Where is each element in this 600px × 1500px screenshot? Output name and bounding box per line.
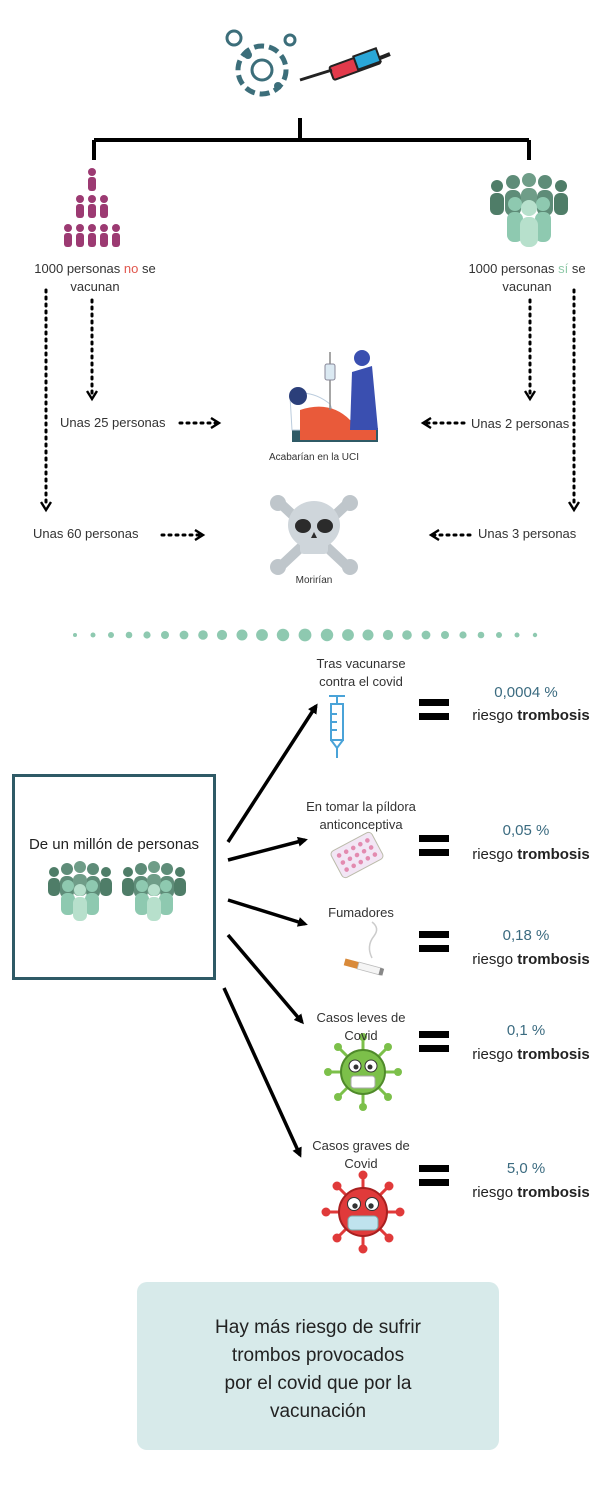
risk-title-vaccine-line1: Tras vacunarse	[316, 656, 406, 671]
arrow-to-mild-covid	[226, 933, 304, 1025]
left-branch-label: 1000 personas no se vacunan	[20, 260, 170, 296]
risk-title-severe-line1: Casos graves de	[312, 1138, 410, 1153]
icu-patient-icon	[289, 350, 378, 442]
pill-pack-icon	[330, 831, 384, 879]
risk-bold: trombosis	[517, 1046, 590, 1063]
risk-title-mild-covid: Casos leves de Covid	[296, 1009, 426, 1045]
dot-separator	[73, 628, 538, 642]
risk-label-mild-covid: riesgo trombosis	[446, 1046, 600, 1063]
risk-percent-pill: 0,05 %	[502, 822, 550, 839]
equals-sign-smokers	[419, 931, 449, 953]
equals-sign-pill	[419, 835, 449, 857]
equals-sign-mild-covid	[419, 1031, 449, 1053]
conclusion-box: Hay más riesgo de sufrir trombos provoca…	[137, 1282, 499, 1450]
left-uci-count: Unas 25 personas	[60, 415, 166, 430]
arrow-to-severe-covid	[222, 987, 302, 1158]
conclusion-line1: Hay más riesgo de sufrir	[215, 1317, 421, 1338]
right-label-line2: vacunan	[502, 279, 552, 294]
risk-percent-severe-covid: 5,0 %	[506, 1160, 546, 1177]
risk-word: riesgo	[472, 846, 518, 863]
green-virus-icon	[324, 1033, 402, 1111]
arrow-to-vaccine	[226, 703, 318, 843]
risk-title-pill-line1: En tomar la píldora	[306, 799, 416, 814]
right-uci-count: Unas 2 personas	[471, 416, 570, 431]
risk-word: riesgo	[472, 1184, 518, 1201]
risk-word: riesgo	[472, 1046, 518, 1063]
death-caption: Morirían	[295, 575, 333, 586]
risk-label-severe-covid: riesgo trombosis	[446, 1184, 600, 1201]
risk-percent-mild-covid: 0,1 %	[506, 1022, 546, 1039]
cigarette-icon	[343, 921, 385, 976]
risk-percent-smokers: 0,18 %	[502, 927, 550, 944]
skull-icon	[270, 495, 358, 575]
left-label-highlight: no	[123, 261, 139, 276]
red-virus-icon	[321, 1170, 405, 1254]
right-death-count: Unas 3 personas	[478, 526, 577, 541]
left-death-count: Unas 60 personas	[33, 526, 139, 541]
million-people-icon-right	[122, 861, 186, 921]
virus-syringe-icon	[225, 29, 391, 97]
unvaccinated-people-icon	[64, 168, 120, 247]
risk-bold: trombosis	[517, 707, 590, 724]
arrow-to-smokers	[227, 898, 308, 927]
risk-title-smokers: Fumadores	[296, 904, 426, 922]
risk-title-pill: En tomar la píldora anticonceptiva	[296, 798, 426, 834]
risk-title-vaccine-line2: contra el covid	[319, 674, 403, 689]
risk-bold: trombosis	[517, 846, 590, 863]
risk-title-pill-line2: anticonceptiva	[319, 817, 403, 832]
risk-percent-vaccine: 0,0004 %	[494, 684, 558, 701]
arrow-to-pill	[227, 836, 308, 862]
right-label-suffix: se	[568, 261, 586, 276]
equals-sign-severe-covid	[419, 1165, 449, 1187]
risk-title-mild-line2: Covid	[344, 1028, 378, 1043]
risk-title-smokers-line1: Fumadores	[328, 905, 394, 920]
conclusion-line4: vacunación	[269, 1401, 367, 1422]
syringe-icon	[329, 695, 345, 758]
risk-title-vaccine: Tras vacunarse contra el covid	[296, 655, 426, 691]
risk-title-mild-line1: Casos leves de	[316, 1010, 406, 1025]
right-branch-label: 1000 personas sí se vacunan	[452, 260, 600, 296]
vaccinated-people-icon	[490, 173, 568, 247]
right-label-prefix: 1000 personas	[468, 261, 559, 276]
left-label-suffix: se	[138, 261, 156, 276]
million-people-icon-left	[48, 861, 112, 921]
risk-bold: trombosis	[517, 951, 590, 968]
left-label-prefix: 1000 personas	[34, 261, 124, 276]
top-bracket	[92, 118, 531, 160]
uci-caption: Acabarían en la UCI	[268, 452, 360, 463]
risk-label-pill: riesgo trombosis	[446, 846, 600, 863]
right-label-highlight: sí	[558, 261, 569, 276]
risk-word: riesgo	[472, 707, 518, 724]
risk-word: riesgo	[472, 951, 518, 968]
conclusion-text: Hay más riesgo de sufrir trombos provoca…	[137, 1314, 499, 1426]
left-label-line2: vacunan	[70, 279, 120, 294]
risk-title-severe-covid: Casos graves de Covid	[296, 1137, 426, 1173]
risk-title-severe-line2: Covid	[344, 1156, 378, 1171]
conclusion-line3: por el covid que por la	[224, 1373, 412, 1394]
risk-label-vaccine: riesgo trombosis	[446, 707, 600, 724]
conclusion-line2: trombos provocados	[231, 1345, 405, 1366]
million-box-label: De un millón de personas	[28, 836, 200, 853]
million-people-box	[12, 774, 216, 980]
equals-sign-vaccine	[419, 699, 449, 721]
risk-bold: trombosis	[517, 1184, 590, 1201]
risk-label-smokers: riesgo trombosis	[446, 951, 600, 968]
